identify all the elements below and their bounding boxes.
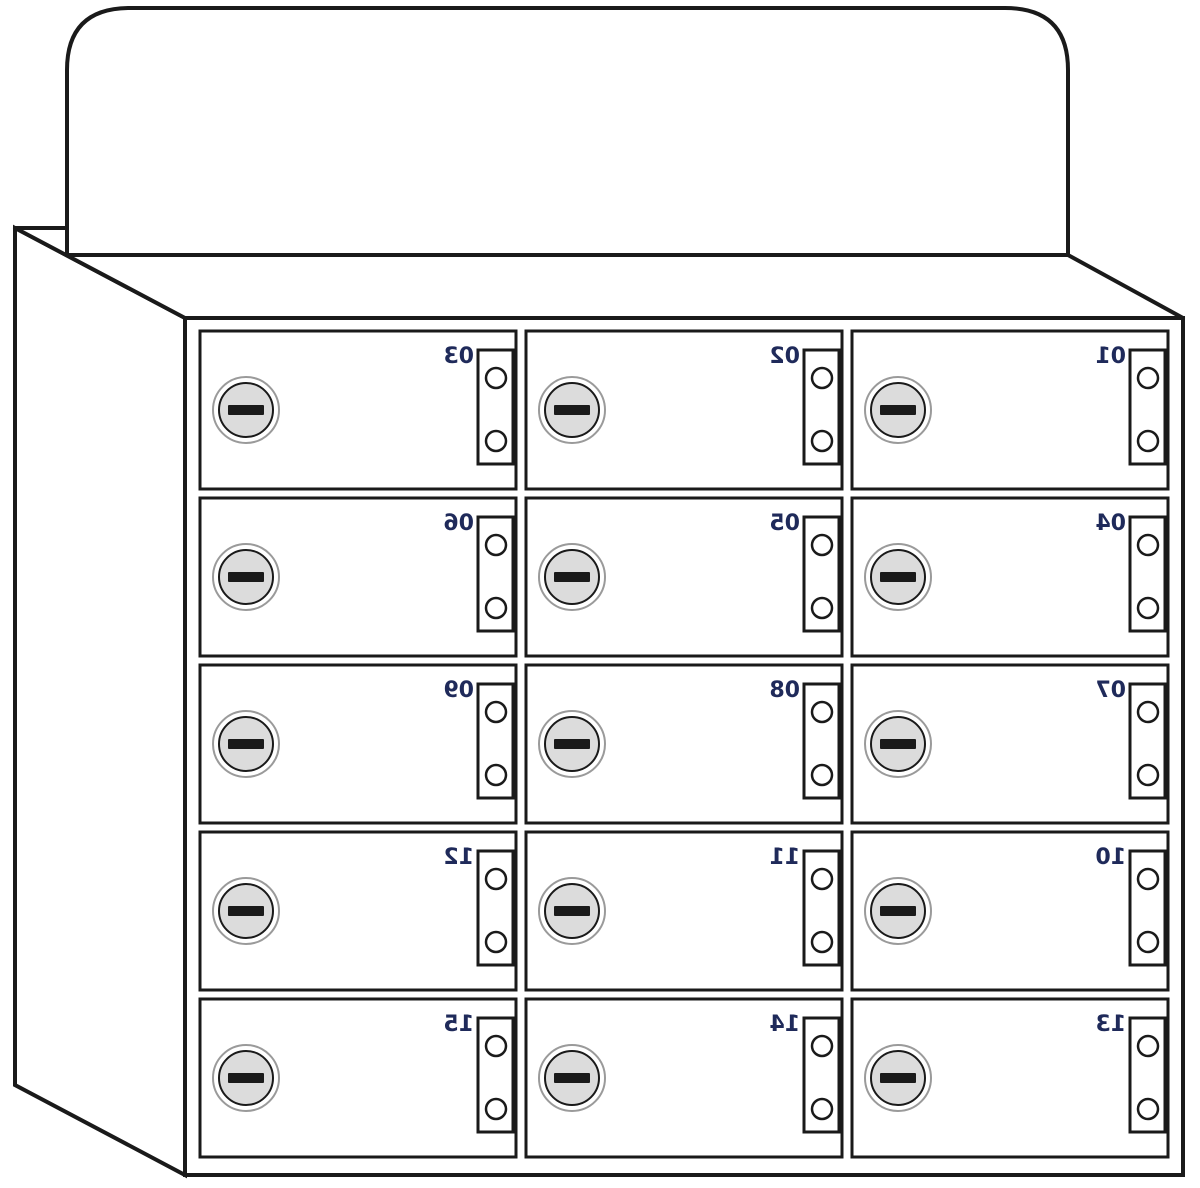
- locker-number: 10: [1095, 845, 1126, 870]
- keyhole-icon: [880, 572, 916, 582]
- locker-door[interactable]: 02: [524, 329, 844, 491]
- hinge-rivet: [484, 366, 508, 390]
- keyhole-icon: [228, 405, 264, 415]
- hinge-rivet: [484, 700, 508, 724]
- keyhole-icon: [554, 405, 590, 415]
- locker-number: 06: [443, 511, 474, 536]
- keyhole-icon: [554, 906, 590, 916]
- locker-door[interactable]: 10: [850, 830, 1170, 992]
- locker-door[interactable]: 07: [850, 663, 1170, 825]
- keyhole-icon: [228, 572, 264, 582]
- hinge-rivet: [484, 596, 508, 620]
- hinge-rivet: [484, 763, 508, 787]
- locker-door[interactable]: 05: [524, 496, 844, 658]
- locker-door[interactable]: 03: [198, 329, 518, 491]
- hinge-rivet: [810, 1034, 834, 1058]
- header-panel: [65, 6, 1070, 255]
- hinge-rivet: [810, 930, 834, 954]
- hinge-rivet: [484, 1097, 508, 1121]
- locker-door[interactable]: 12: [198, 830, 518, 992]
- hinge-rivet: [1136, 763, 1160, 787]
- keyhole-icon: [228, 1073, 264, 1083]
- hinge-rivet: [810, 366, 834, 390]
- hinge-rivet: [1136, 596, 1160, 620]
- hinge-rivet: [810, 867, 834, 891]
- locker-number: 14: [769, 1012, 800, 1037]
- hinge-rivet: [1136, 533, 1160, 557]
- keyhole-icon: [554, 572, 590, 582]
- keyhole-icon: [228, 739, 264, 749]
- locker-number: 04: [1095, 511, 1126, 536]
- hinge-rivet: [810, 1097, 834, 1121]
- keyhole-icon: [880, 739, 916, 749]
- hinge-rivet: [1136, 1097, 1160, 1121]
- top-panel: [13, 226, 1185, 320]
- locker-number: 08: [769, 678, 800, 703]
- locker-number: 11: [769, 845, 800, 870]
- locker-number: 07: [1095, 678, 1126, 703]
- hinge-rivet: [810, 429, 834, 453]
- hinge-rivet: [1136, 930, 1160, 954]
- keyhole-icon: [554, 739, 590, 749]
- hinge-rivet: [484, 1034, 508, 1058]
- hinge-rivet: [1136, 366, 1160, 390]
- locker-door[interactable]: 01: [850, 329, 1170, 491]
- locker-number: 01: [1095, 344, 1126, 369]
- keyhole-icon: [880, 906, 916, 916]
- locker-number: 13: [1095, 1012, 1126, 1037]
- hinge-rivet: [810, 700, 834, 724]
- hinge-rivet: [1136, 700, 1160, 724]
- door-panel: [850, 329, 1170, 491]
- locker-number: 03: [443, 344, 474, 369]
- locker-door[interactable]: 13: [850, 997, 1170, 1159]
- locker-number: 09: [443, 678, 474, 703]
- side-panel: [13, 224, 187, 1179]
- locker-number: 02: [769, 344, 800, 369]
- locker-number: 15: [443, 1012, 474, 1037]
- keyhole-icon: [554, 1073, 590, 1083]
- hinge-rivet: [1136, 1034, 1160, 1058]
- locker-number: 05: [769, 511, 800, 536]
- hinge-rivet: [810, 763, 834, 787]
- locker-door[interactable]: 08: [524, 663, 844, 825]
- locker-door[interactable]: 09: [198, 663, 518, 825]
- door-panel: [850, 830, 1170, 992]
- hinge-rivet: [484, 533, 508, 557]
- locker-door[interactable]: 15: [198, 997, 518, 1159]
- hinge-rivet: [810, 596, 834, 620]
- hinge-rivet: [484, 429, 508, 453]
- keyhole-icon: [880, 405, 916, 415]
- keyhole-icon: [228, 906, 264, 916]
- hinge-rivet: [1136, 867, 1160, 891]
- locker-door[interactable]: 04: [850, 496, 1170, 658]
- keyhole-icon: [880, 1073, 916, 1083]
- hinge-rivet: [810, 533, 834, 557]
- locker-doors: 03 02 01 06 05 04 09 08 07 12 11 10 15 14 13: [198, 329, 1170, 1159]
- hinge-rivet: [484, 930, 508, 954]
- locker-door[interactable]: 06: [198, 496, 518, 658]
- hinge-rivet: [1136, 429, 1160, 453]
- hinge-rivet: [484, 867, 508, 891]
- locker-number: 12: [443, 845, 474, 870]
- locker-door[interactable]: 14: [524, 997, 844, 1159]
- locker-door[interactable]: 11: [524, 830, 844, 992]
